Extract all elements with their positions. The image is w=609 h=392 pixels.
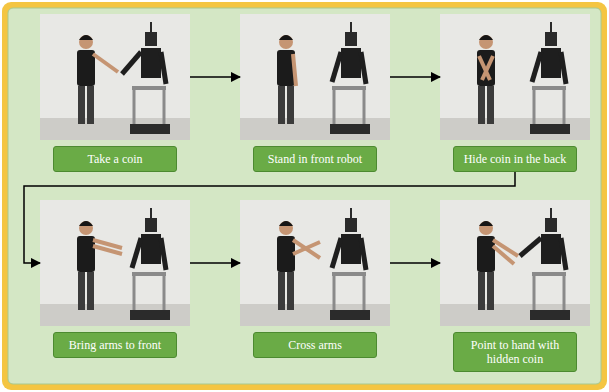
photo [40, 14, 190, 140]
step-panel: Cross arms [240, 200, 390, 358]
step-label-box: Bring arms to front [53, 332, 177, 358]
step-label-box: Take a coin [53, 146, 177, 172]
photo [240, 14, 390, 140]
flow-arrow [24, 172, 515, 263]
photo [440, 200, 590, 326]
step-panel: Stand in front robot [240, 14, 390, 172]
step-label: Stand in front robot [260, 152, 370, 166]
step-label-box: Cross arms [253, 332, 377, 358]
step-label: Point to hand with hidden coin [460, 338, 570, 366]
step-label-box: Hide coin in the back [453, 146, 577, 172]
step-label: Bring arms to front [60, 338, 170, 352]
photo [40, 200, 190, 326]
step-panel: Bring arms to front [40, 200, 190, 358]
step-panel: Take a coin [40, 14, 190, 172]
step-panel: Hide coin in the back [440, 14, 590, 172]
flow-arrow [390, 262, 440, 264]
flow-arrow [190, 262, 240, 264]
step-label-box: Point to hand with hidden coin [453, 332, 577, 372]
photo [240, 200, 390, 326]
inner-panel [8, 8, 601, 384]
flow-arrow [390, 76, 440, 78]
flow-arrow [190, 76, 240, 78]
step-label: Take a coin [60, 152, 170, 166]
step-label: Cross arms [260, 338, 370, 352]
step-panel: Point to hand with hidden coin [440, 200, 590, 372]
step-label-box: Stand in front robot [253, 146, 377, 172]
step-label: Hide coin in the back [460, 152, 570, 166]
photo [440, 14, 590, 140]
